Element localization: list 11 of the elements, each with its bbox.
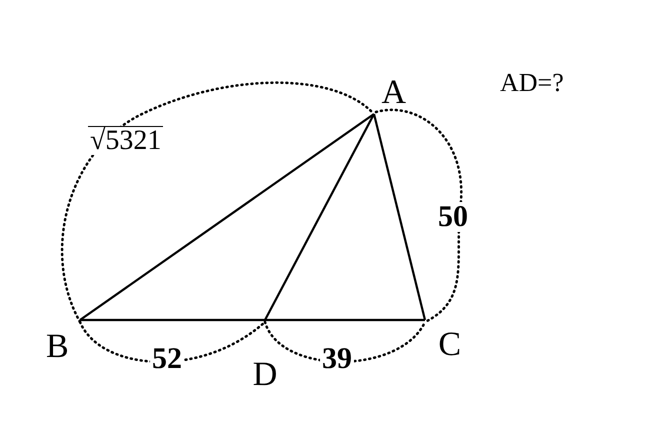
point-label: D: [252, 358, 278, 392]
length-label: 50: [436, 202, 470, 232]
line-segment: [79, 113, 375, 321]
line-segment: [80, 318, 265, 322]
point-label: B: [46, 330, 69, 364]
length-label: √5321: [88, 126, 164, 155]
point-label: A: [381, 76, 406, 110]
line-segment: [265, 318, 425, 322]
line-segment: [372, 114, 426, 320]
point-label: C: [438, 328, 461, 362]
line-segment: [264, 113, 375, 321]
